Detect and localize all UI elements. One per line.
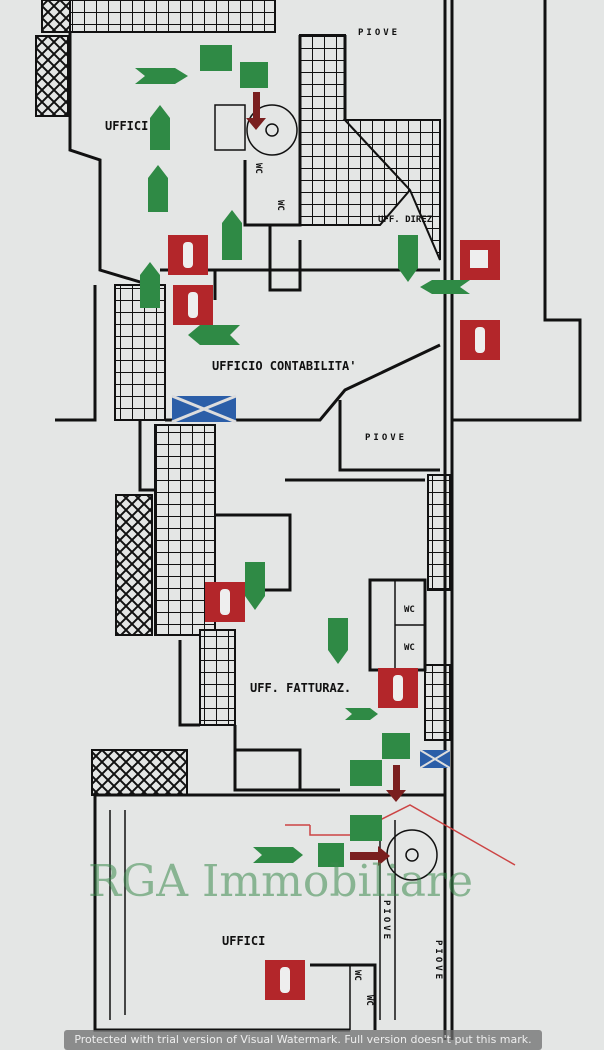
arrow-up-icon	[150, 105, 170, 150]
hatched-area	[115, 494, 153, 636]
blue-x-marker	[419, 749, 451, 769]
exit-sign-icon	[318, 843, 344, 867]
hatched-area	[41, 0, 71, 33]
room-label-wc: WC	[404, 643, 415, 653]
spiral-stair	[246, 104, 298, 156]
room-label-wc: WC	[404, 605, 415, 615]
exit-sign-icons	[200, 45, 410, 867]
hatched-area	[199, 629, 236, 726]
room-label-uffici: UFFICI	[105, 119, 148, 133]
arrow-down-icon	[245, 562, 265, 610]
stair-arrows	[246, 92, 406, 866]
room-label-piove: PIOVE	[358, 28, 400, 38]
evacuation-arrows	[135, 68, 470, 863]
hatched-area	[342, 119, 441, 261]
arrow-left-icon	[188, 325, 240, 345]
blue-x-marker	[171, 394, 237, 424]
watermark-notice: Protected with trial version of Visual W…	[64, 1030, 542, 1050]
hatched-area	[69, 0, 276, 33]
room-label-piove: PIOVE	[381, 900, 391, 942]
watermark-logo: RGA Immobiliare	[88, 856, 473, 907]
room-label-wc: WC	[364, 995, 374, 1006]
fire-extinguisher-icons	[168, 235, 500, 1000]
hatched-area	[91, 749, 188, 796]
room-label-piove: PIOVE	[433, 940, 443, 982]
room-label-uff-direz: UFF. DIREZ	[378, 215, 433, 225]
room-label-wc: WC	[253, 163, 263, 174]
room-label-uffici: UFFICI	[222, 934, 265, 948]
exit-sign-icon	[350, 815, 382, 841]
arrow-down-icon	[328, 618, 348, 664]
arrow-right-icon	[345, 708, 378, 720]
room-label-wc: WC	[275, 200, 285, 211]
exit-sign-icon	[240, 62, 268, 88]
hatched-area	[35, 35, 69, 117]
exit-sign-icon	[200, 45, 232, 71]
arrow-left-icon	[420, 280, 470, 294]
arrow-up-icon	[222, 210, 242, 260]
arrow-down-icon	[398, 235, 418, 282]
exit-sign-icon	[350, 760, 382, 786]
arrow-right-icon	[135, 68, 188, 84]
arrow-right-icon	[253, 847, 303, 863]
room-label-ufficio-contabilita: UFFICIO CONTABILITA'	[212, 359, 357, 373]
arrow-up-icon	[140, 262, 160, 308]
exit-sign-icon	[382, 733, 410, 759]
room-label-piove: PIOVE	[365, 433, 407, 443]
walls	[55, 0, 582, 1040]
arrow-up-icon	[148, 165, 168, 212]
hatched-area	[427, 474, 451, 591]
room-label-uff-fatturaz: UFF. FATTURAZ.	[250, 681, 351, 695]
room-label-wc: WC	[352, 970, 362, 981]
